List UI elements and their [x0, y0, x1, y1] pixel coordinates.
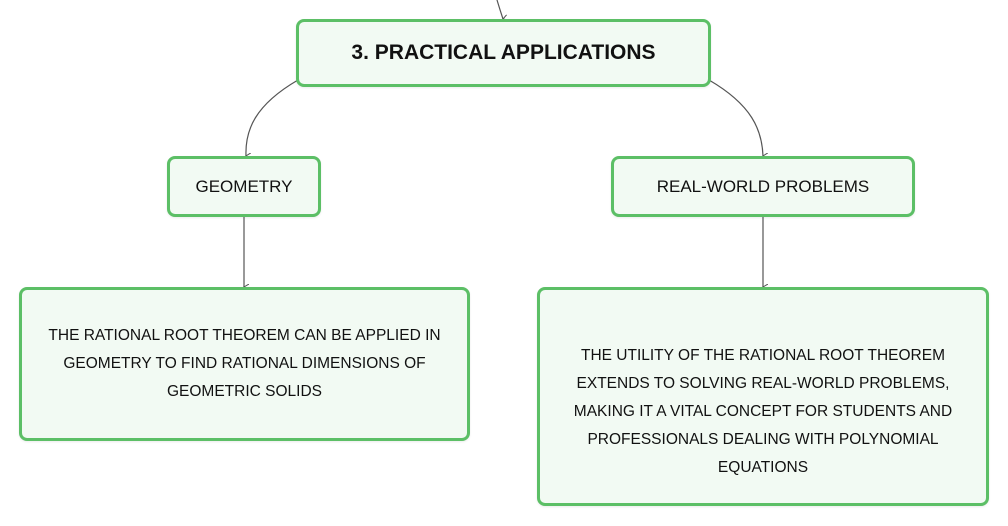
connector-parent-to-root — [496, 0, 503, 19]
root-node[interactable]: 3. PRACTICAL APPLICATIONS — [296, 19, 711, 87]
geometry-description-node[interactable]: THE RATIONAL ROOT THEOREM CAN BE APPLIED… — [19, 287, 470, 441]
real-world-problems-node-label: REAL-WORLD PROBLEMS — [656, 176, 870, 196]
geometry-node[interactable]: GEOMETRY — [167, 156, 321, 217]
connector-root-to-real-world — [708, 79, 763, 156]
geometry-description-text: THE RATIONAL ROOT THEOREM CAN BE APPLIED… — [48, 327, 441, 400]
geometry-node-label: GEOMETRY — [195, 176, 293, 196]
real-world-description-text: THE UTILITY OF THE RATIONAL ROOT THEOREM… — [573, 346, 953, 476]
root-node-label: 3. PRACTICAL APPLICATIONS — [351, 41, 656, 64]
real-world-description-node[interactable]: THE UTILITY OF THE RATIONAL ROOT THEOREM… — [537, 287, 989, 506]
connector-root-to-geometry — [246, 79, 299, 156]
real-world-problems-node[interactable]: REAL-WORLD PROBLEMS — [611, 156, 915, 217]
